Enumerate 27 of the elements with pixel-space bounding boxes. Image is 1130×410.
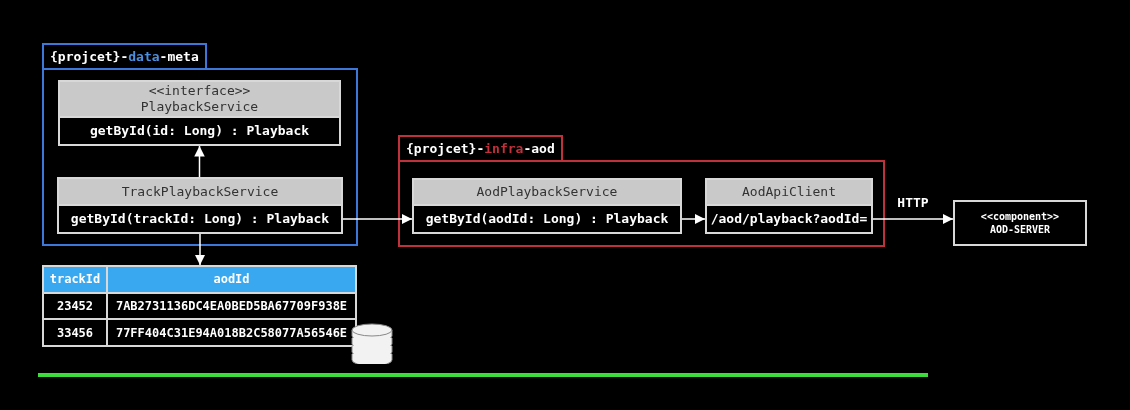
table-cell: 33456 xyxy=(44,318,108,345)
method-signature: /aod/playback?aodId= xyxy=(707,204,871,232)
arrow xyxy=(194,145,205,178)
class-name: AodPlaybackService xyxy=(414,180,680,204)
method-signature: getById(id: Long) : Playback xyxy=(60,116,339,144)
data-table xyxy=(42,265,357,347)
arrow xyxy=(342,213,413,225)
class-box xyxy=(57,177,343,234)
method-signature: getById(aodId: Long) : Playback xyxy=(414,204,680,232)
method-signature: getById(trackId: Long) : Playback xyxy=(59,204,341,232)
arrow xyxy=(681,213,706,225)
table-cell: 7AB2731136DC4EA0BED5BA67709F938E xyxy=(108,291,355,319)
package-tab: {projcet}-data-meta xyxy=(42,43,207,69)
class-name: TrackPlaybackService xyxy=(59,179,341,204)
arrow xyxy=(194,233,206,266)
arrow xyxy=(872,213,954,225)
class-box xyxy=(58,80,341,146)
package-tab: {projcet}-infra-aod xyxy=(398,135,563,161)
table-header-cell: trackId xyxy=(44,267,108,292)
component-label: <<component>> AOD-SERVER xyxy=(979,210,1061,236)
class-name: <<interface>> PlaybackService xyxy=(60,82,339,116)
table-cell: 23452 xyxy=(44,291,108,319)
table-header-cell: aodId xyxy=(108,267,355,292)
component-box xyxy=(953,200,1087,246)
class-name: AodApiClient xyxy=(707,180,871,204)
class-box xyxy=(705,178,873,234)
class-box xyxy=(412,178,682,234)
